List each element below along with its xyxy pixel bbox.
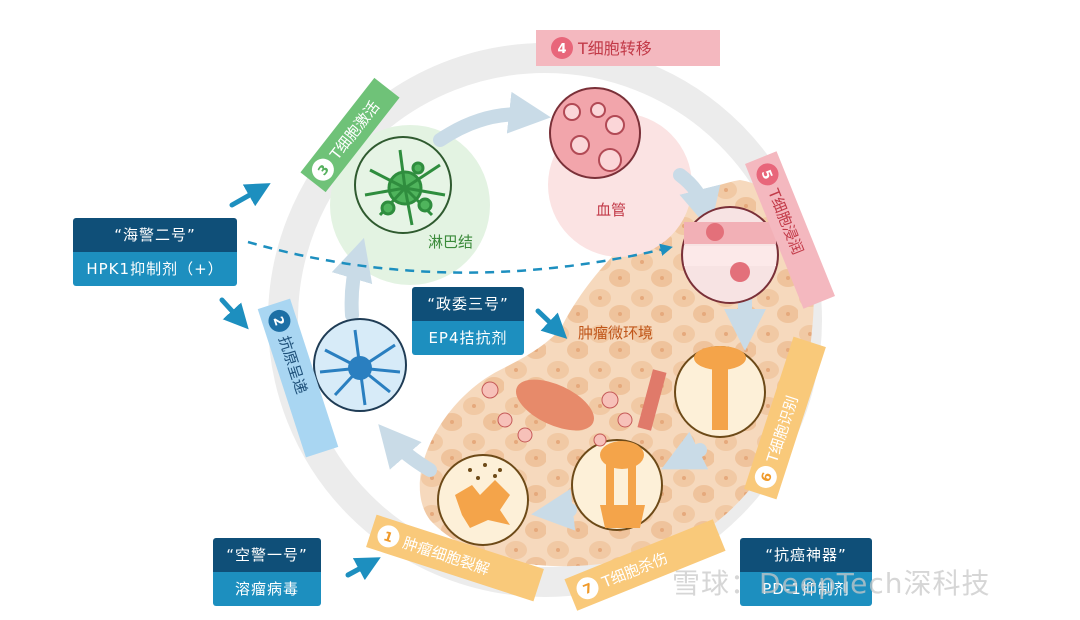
dendritic-cell-lymph — [354, 136, 452, 234]
drug-box-kangai: “抗癌神器” PD-1抑制剂 — [740, 538, 872, 606]
hpk1-dashed-arrow — [247, 240, 673, 274]
drug-name: “空警一号” — [213, 538, 321, 572]
tumor-center-cells — [481, 369, 667, 447]
drug-desc: 溶瘤病毒 — [213, 572, 321, 606]
drug-name: “抗癌神器” — [740, 538, 872, 572]
stage-4-label: T细胞转移 — [577, 39, 652, 58]
t-cell-infiltration — [681, 206, 779, 304]
stage-4-number: 4 — [557, 42, 566, 57]
cycle-flow-arrows — [331, 91, 766, 531]
blood-vessel-label: 血管 — [596, 201, 626, 219]
antigen-presenting-cell — [313, 318, 407, 412]
watermark: 雪球：DeepTech深科技 — [672, 567, 991, 600]
drug-arrows — [219, 183, 568, 581]
drug-box-zhengwei3: “政委三号” EP4拮抗剂 — [412, 287, 524, 355]
stage-6-number: 6 — [759, 471, 776, 484]
drug-desc: EP4拮抗剂 — [412, 321, 524, 355]
drug-name: “政委三号” — [412, 287, 524, 321]
drug-box-haijing2: “海警二号” HPK1抑制剂（+） — [73, 218, 237, 286]
drug-name: “海警二号” — [73, 218, 237, 252]
drug-desc: HPK1抑制剂（+） — [73, 252, 237, 286]
drug-box-kongjing1: “空警一号” 溶瘤病毒 — [213, 538, 321, 606]
t-cell-killing — [571, 439, 663, 531]
drug-desc: PD-1抑制剂 — [740, 572, 872, 606]
tumor-cell-lysis — [437, 454, 529, 546]
blood-vessel-cell — [549, 87, 641, 179]
stage-1-number: 1 — [381, 529, 394, 546]
lymph-node-label: 淋巴结 — [428, 233, 473, 251]
stage-2-number: 2 — [270, 315, 287, 328]
t-cell-recognition — [674, 346, 766, 438]
tumor-env-label: 肿瘤微环境 — [578, 324, 653, 342]
